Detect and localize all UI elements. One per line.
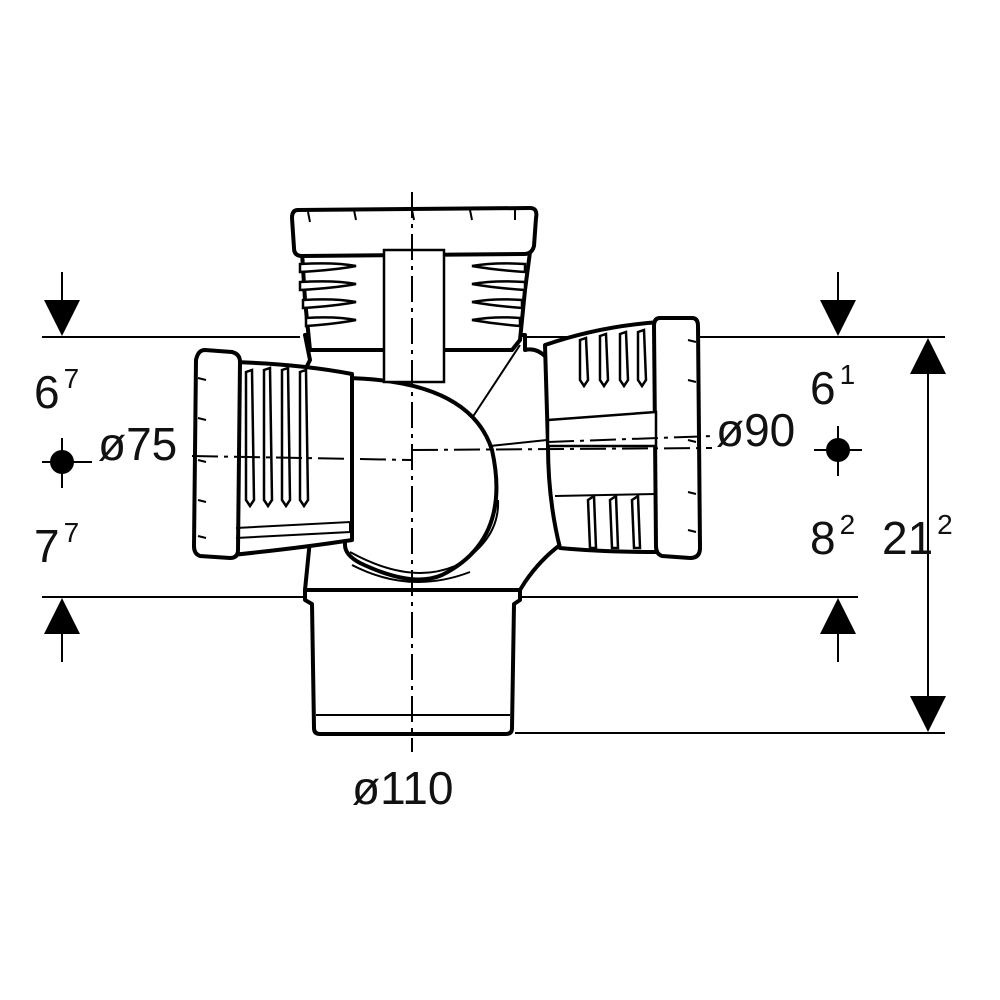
center-lines xyxy=(191,192,713,752)
dimension-arrow-icon xyxy=(910,696,946,732)
dimension-arrow-icon xyxy=(910,338,946,374)
branch-axis-dot-icon xyxy=(42,438,92,488)
fitting-body xyxy=(298,333,562,592)
dimension-arrow-icon xyxy=(820,598,856,662)
left-branch-diameter-label: ø75 xyxy=(98,418,177,470)
left-branch xyxy=(192,348,354,560)
bottom-spigot-diameter-label: ø110 xyxy=(352,762,453,814)
dimension-arrow-icon xyxy=(44,272,80,336)
right-branch-diameter-label: ø90 xyxy=(716,404,795,456)
branch-axis-dot-icon xyxy=(814,426,862,476)
dimension-arrows xyxy=(44,272,946,732)
top-socket xyxy=(290,206,539,384)
dimension-arrow-icon xyxy=(820,272,856,336)
branch-axis-dots xyxy=(42,426,862,488)
dimension-arrow-icon xyxy=(44,598,80,662)
